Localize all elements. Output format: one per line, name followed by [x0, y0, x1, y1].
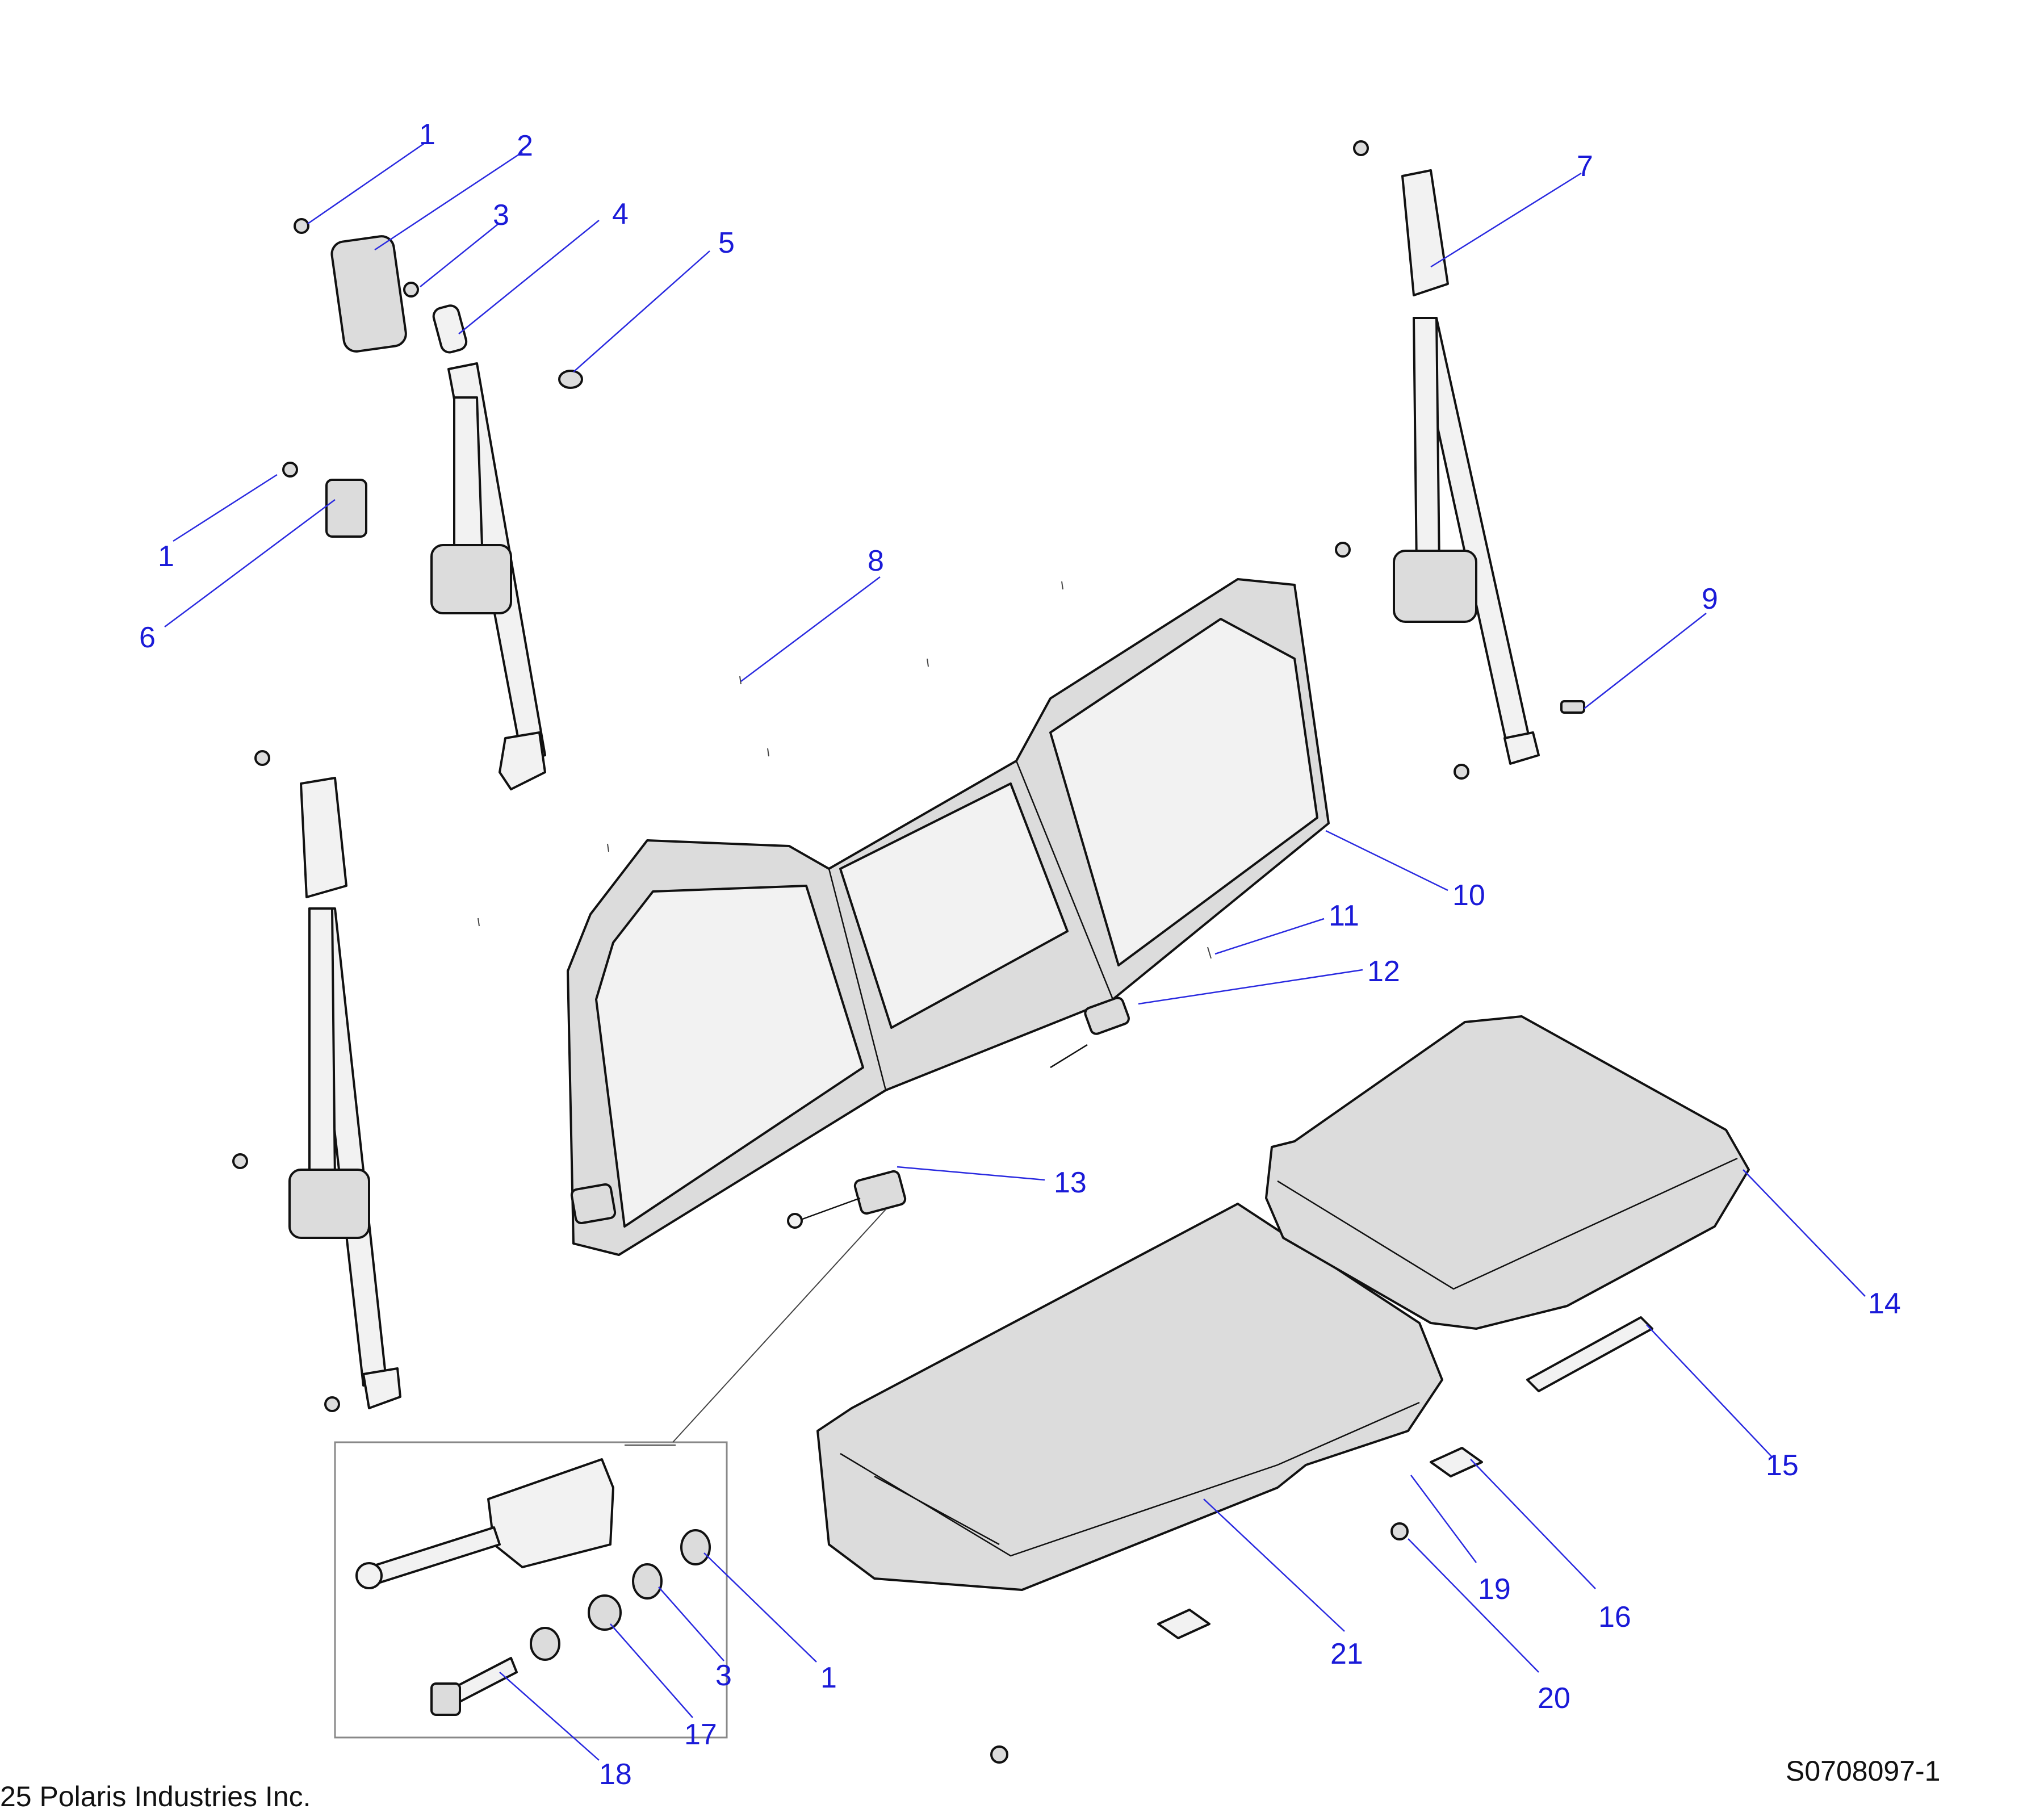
callout-11: 11	[1329, 899, 1359, 932]
callout-5: 5	[718, 227, 735, 259]
callout-2: 2	[517, 129, 533, 162]
trim-cover	[330, 235, 407, 353]
callout-4: 4	[612, 198, 629, 231]
callout-13: 13	[1054, 1166, 1087, 1199]
cap	[558, 370, 583, 389]
bracket-cover	[325, 479, 367, 538]
copyright-text: 25 Polaris Industries Inc.	[0, 1781, 311, 1812]
callout-1: 1	[419, 118, 435, 151]
inset-detail	[334, 1441, 728, 1739]
callout-16: 16	[1598, 1601, 1631, 1634]
buckle-13	[787, 1170, 907, 1229]
callout-9: 9	[1702, 583, 1718, 616]
callout-15: 15	[1766, 1449, 1799, 1482]
bracket-16	[1157, 1447, 1483, 1639]
drawing-number: S0708097-1	[1786, 1755, 1941, 1787]
callout-1c: 1	[820, 1661, 837, 1694]
callout-1b: 1	[158, 540, 174, 573]
buckle-center	[570, 997, 1130, 1225]
callout-7: 7	[1577, 150, 1593, 183]
callout-12: 12	[1367, 955, 1400, 988]
leader-lines	[164, 142, 1866, 1761]
callout-8: 8	[868, 545, 884, 577]
callout-3b: 3	[715, 1659, 732, 1692]
seat-back	[567, 578, 1330, 1256]
callout-labels: 1 2 3 4 5 1 6 7 8 9 10 11 12 13 14 15 16…	[139, 118, 1901, 1791]
callout-19: 19	[1478, 1573, 1511, 1606]
callout-18: 18	[599, 1758, 632, 1791]
seat-bottom	[816, 1203, 1443, 1591]
nuts	[232, 140, 1469, 1764]
screws	[478, 581, 1585, 959]
bracket-15	[1526, 1316, 1653, 1392]
callout-3: 3	[493, 199, 509, 232]
seat-belt-left-upper	[430, 304, 546, 790]
seat-belt-left-lower	[288, 777, 401, 1409]
callout-14: 14	[1868, 1287, 1901, 1320]
callout-10: 10	[1452, 879, 1485, 912]
callout-6: 6	[139, 621, 156, 654]
callout-17: 17	[684, 1718, 717, 1751]
callout-21: 21	[1330, 1638, 1363, 1671]
seat-belt-right	[1393, 169, 1540, 765]
callout-20: 20	[1538, 1682, 1570, 1715]
seat-cushion	[1265, 1015, 1750, 1330]
